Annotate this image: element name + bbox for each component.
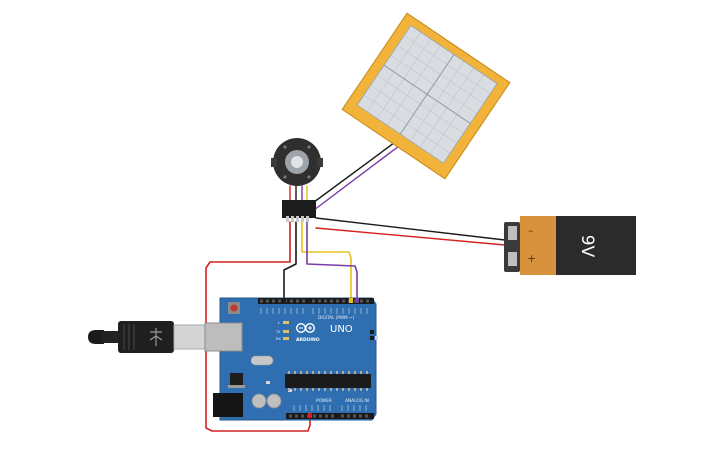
arduino-crystal <box>250 355 274 366</box>
battery-terminal-neg <box>508 226 517 240</box>
breakout-connector[interactable] <box>282 200 316 222</box>
smd-part <box>266 381 270 384</box>
power-analog-header[interactable] <box>286 413 374 419</box>
breakout-body <box>282 200 316 218</box>
regulator-tab <box>228 385 245 388</box>
servo-tab-right <box>317 158 323 167</box>
led-rx-label: RX <box>276 337 281 341</box>
smd-part <box>375 336 378 340</box>
digital-label: DIGITAL (PWM ~) <box>318 315 354 320</box>
usb-cable-strain <box>102 331 120 343</box>
breakout-pins <box>286 216 309 222</box>
arduino-regulator <box>230 373 243 385</box>
touch-panel[interactable] <box>341 12 511 180</box>
battery-plus-sign: + <box>527 252 536 265</box>
servo-screw <box>307 175 311 179</box>
servo-motor-icon[interactable] <box>271 138 323 186</box>
led-rx <box>283 337 289 340</box>
led-l <box>283 321 289 324</box>
power-label: POWER <box>316 398 332 404</box>
servo-screw <box>283 175 287 179</box>
arduino-capacitor <box>251 393 267 409</box>
servo-tab-left <box>271 158 277 167</box>
arduino-atmega-chip <box>285 374 371 388</box>
servo-screw <box>307 145 311 149</box>
arduino-power-jack <box>213 393 243 417</box>
wire-yellow-signal[interactable] <box>301 221 352 301</box>
led-l-label: L <box>278 321 280 325</box>
servo-shaft <box>291 156 303 168</box>
wire-black-gnd[interactable] <box>283 221 297 301</box>
battery-body-black <box>556 216 636 275</box>
touch-panel-axis-v <box>399 54 455 135</box>
led-tx <box>283 330 289 333</box>
wire-panel-purple[interactable] <box>313 142 404 211</box>
arduino-logo-icon <box>296 323 316 334</box>
reset-button-cap[interactable] <box>230 304 238 312</box>
digital-header[interactable] <box>258 298 374 304</box>
usb-connector-metal <box>173 324 209 350</box>
wire-red-loop[interactable] <box>205 221 311 432</box>
led-tx-label: TX <box>275 330 281 334</box>
battery-minus-sign: – <box>528 224 534 237</box>
battery-9v[interactable]: – + 9V <box>504 216 636 275</box>
battery-voltage-label: 9V <box>577 235 597 258</box>
arduino-logo-text: ARDUINO <box>296 337 320 343</box>
wire-battery-black[interactable] <box>315 217 506 241</box>
usb-cable[interactable] <box>88 321 209 353</box>
power-pin-labels <box>293 405 367 411</box>
icsp-header <box>370 330 374 340</box>
wire-purple-signal[interactable] <box>306 221 358 301</box>
wires <box>205 139 506 432</box>
wire-endpoints <box>282 298 359 418</box>
wire-battery-red[interactable] <box>315 227 506 246</box>
arduino-capacitor <box>266 393 282 409</box>
analog-label: ANALOG IN <box>345 398 369 404</box>
arduino-model-label: UNO <box>330 324 353 335</box>
battery-body-copper <box>520 216 556 275</box>
arduino-uno-board[interactable]: DIGITAL (PWM ~) L TX RX ARDUINO UNO <box>204 297 378 421</box>
usb-cable-end <box>88 330 104 344</box>
chip-pins <box>288 371 368 391</box>
battery-terminal-pos <box>508 252 517 266</box>
arduino-usb-port <box>204 322 243 352</box>
servo-screw <box>283 145 287 149</box>
wire-panel-black[interactable] <box>309 139 399 206</box>
digital-pin-labels <box>260 308 368 314</box>
usb-plug-icon <box>118 321 174 353</box>
